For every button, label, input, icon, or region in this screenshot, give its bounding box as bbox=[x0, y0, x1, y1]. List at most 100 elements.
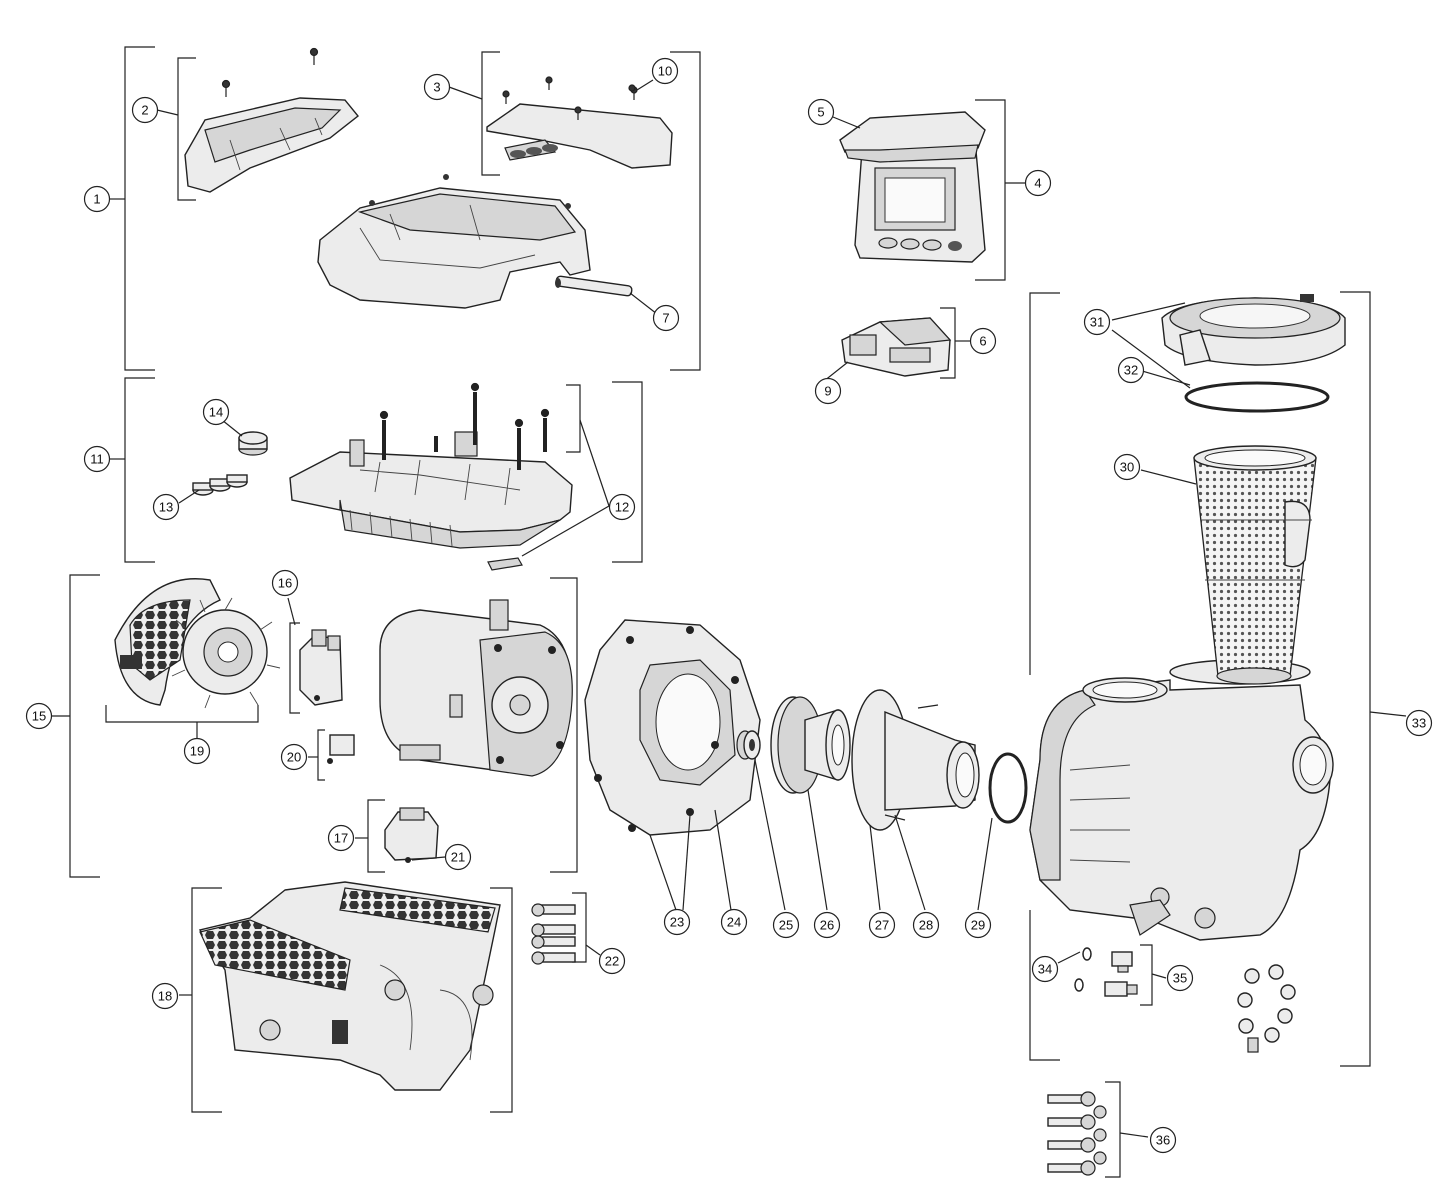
callout-number: 12 bbox=[615, 500, 629, 515]
callout-15: 15 bbox=[25, 702, 53, 730]
callout-21: 21 bbox=[444, 843, 472, 871]
callout-number: 25 bbox=[779, 918, 793, 933]
callout-circle bbox=[652, 304, 680, 332]
bracket-6 bbox=[940, 307, 956, 379]
part-20-switch bbox=[327, 734, 355, 764]
callout-number: 33 bbox=[1412, 716, 1426, 731]
part-12-bolts bbox=[379, 382, 550, 470]
housing-fittings bbox=[1237, 964, 1296, 1053]
callout-circle bbox=[1405, 709, 1433, 737]
callout-number: 9 bbox=[824, 384, 831, 399]
callout-7: 7 bbox=[652, 304, 680, 332]
callout-circle bbox=[25, 702, 53, 730]
callout-circle bbox=[83, 185, 111, 213]
callout-circle bbox=[183, 737, 211, 765]
callout-14: 14 bbox=[202, 398, 230, 426]
callout-number: 11 bbox=[90, 452, 104, 467]
callout-number: 28 bbox=[919, 918, 933, 933]
callout-number: 22 bbox=[605, 954, 619, 969]
part-36-bolts bbox=[1047, 1091, 1107, 1176]
bracket-16 bbox=[289, 622, 300, 714]
callout-circle bbox=[83, 445, 111, 473]
callout-31: 31 bbox=[1083, 308, 1111, 336]
callout-number: 1 bbox=[93, 192, 100, 207]
callout-17: 17 bbox=[327, 824, 355, 852]
bracket-33-lower bbox=[1029, 910, 1060, 1061]
bracket-15-right bbox=[550, 577, 578, 873]
callout-circle bbox=[151, 982, 179, 1010]
part-25-seal bbox=[736, 730, 761, 760]
part-12-drive-base bbox=[289, 431, 573, 549]
part-2-drive-cover bbox=[184, 97, 359, 193]
bracket-17 bbox=[367, 799, 385, 873]
callout-number: 21 bbox=[451, 850, 465, 865]
part-24-seal-plate bbox=[584, 619, 761, 836]
callout-number: 17 bbox=[334, 831, 348, 846]
callout-number: 24 bbox=[727, 915, 741, 930]
callout-10: 10 bbox=[651, 57, 679, 85]
callout-20: 20 bbox=[280, 743, 308, 771]
callout-30: 30 bbox=[1113, 453, 1141, 481]
leader-lines bbox=[52, 79, 1407, 1138]
callout-circle bbox=[152, 493, 180, 521]
part-1-drive-housing bbox=[317, 174, 591, 309]
part-35-drain-plugs bbox=[1104, 951, 1138, 997]
callout-1: 1 bbox=[83, 185, 111, 213]
callout-circle bbox=[608, 493, 636, 521]
callout-number: 26 bbox=[820, 918, 834, 933]
bracket-12 bbox=[566, 384, 581, 453]
callout-36: 36 bbox=[1149, 1126, 1177, 1154]
callout-circle bbox=[663, 908, 691, 936]
callout-33: 33 bbox=[1405, 709, 1433, 737]
callout-number: 6 bbox=[979, 334, 986, 349]
callout-circle bbox=[651, 57, 679, 85]
callout-32: 32 bbox=[1117, 356, 1145, 384]
part-17-connector bbox=[384, 807, 439, 863]
bracket-4 bbox=[975, 99, 1006, 281]
callout-circle bbox=[1083, 308, 1111, 336]
bracket-1 bbox=[124, 46, 155, 371]
callout-circle bbox=[1031, 955, 1059, 983]
part-2-screws bbox=[221, 47, 319, 97]
callout-number: 23 bbox=[670, 915, 684, 930]
callout-number: 36 bbox=[1156, 1133, 1170, 1148]
callout-number: 2 bbox=[141, 103, 148, 118]
part-5-display-lid bbox=[839, 111, 986, 163]
callout-number: 30 bbox=[1120, 460, 1134, 475]
part-12-clip bbox=[487, 557, 523, 571]
part-19-fan bbox=[171, 597, 281, 709]
bracket-18-right bbox=[490, 887, 513, 1113]
callout-circle bbox=[280, 743, 308, 771]
callout-circle bbox=[813, 911, 841, 939]
bracket-20 bbox=[317, 729, 325, 781]
callout-circle bbox=[1166, 964, 1194, 992]
part-3-keypad-cover bbox=[486, 103, 673, 169]
callout-35: 35 bbox=[1166, 964, 1194, 992]
callout-16: 16 bbox=[271, 569, 299, 597]
callout-5: 5 bbox=[807, 98, 835, 126]
callout-number: 29 bbox=[971, 918, 985, 933]
callout-22: 22 bbox=[598, 947, 626, 975]
callout-circle bbox=[964, 911, 992, 939]
callout-number: 16 bbox=[278, 576, 292, 591]
part-19-fan-cover bbox=[114, 578, 221, 706]
callout-number: 10 bbox=[658, 64, 672, 79]
callout-circle bbox=[202, 398, 230, 426]
callout-circle bbox=[1113, 453, 1141, 481]
callout-number: 7 bbox=[662, 311, 669, 326]
callout-circle bbox=[271, 569, 299, 597]
callout-circle bbox=[327, 824, 355, 852]
callout-6: 6 bbox=[969, 327, 997, 355]
bracket-2 bbox=[177, 57, 196, 201]
callout-number: 31 bbox=[1090, 315, 1104, 330]
bracket-19 bbox=[105, 705, 259, 723]
callout-circle bbox=[720, 908, 748, 936]
callout-circle bbox=[1024, 169, 1052, 197]
part-33-pump-housing bbox=[1029, 659, 1334, 941]
part-26-impeller bbox=[770, 696, 851, 794]
part-34-oring bbox=[1074, 947, 1092, 992]
bracket-15 bbox=[69, 574, 100, 878]
callout-circle bbox=[444, 843, 472, 871]
part-4-display bbox=[854, 139, 986, 263]
